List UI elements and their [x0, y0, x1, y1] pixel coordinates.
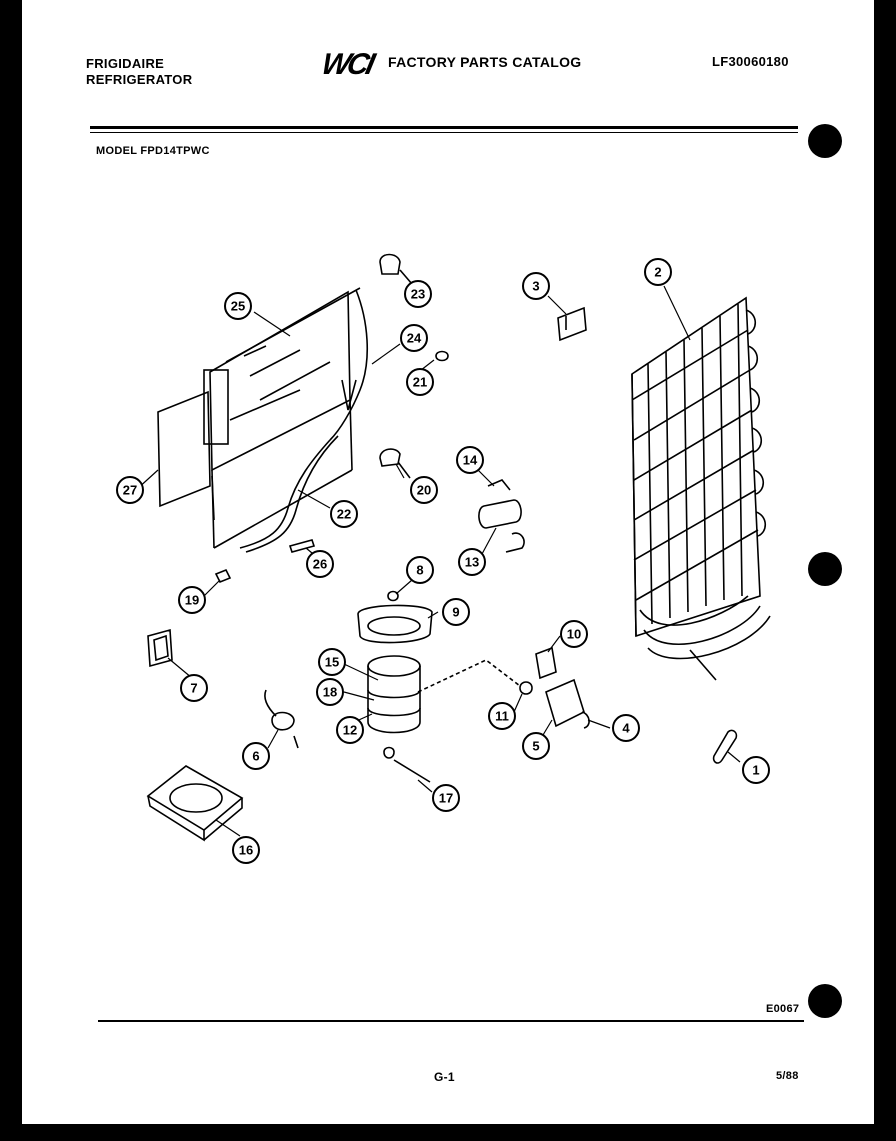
part-26	[288, 539, 316, 553]
callout-circle-7	[180, 674, 208, 702]
part-17	[383, 746, 431, 783]
callout-label-2: 2	[654, 265, 661, 280]
brand-name: FRIGIDAIRE	[86, 56, 165, 71]
callout-circle-13	[458, 548, 486, 576]
callout-label-22: 22	[337, 507, 351, 522]
callout-label-5: 5	[532, 739, 539, 754]
callout-circle-10	[560, 620, 588, 648]
callout-label-7: 7	[190, 681, 197, 696]
callout-label-12: 12	[343, 723, 357, 738]
part-23-plug	[379, 253, 401, 275]
callout-label-16: 16	[239, 843, 253, 858]
callout-circle-16	[232, 836, 260, 864]
part-14-clamp	[487, 479, 511, 491]
binder-hole-icon	[808, 984, 842, 1018]
callout-circle-15	[318, 648, 346, 676]
callout-circle-27	[116, 476, 144, 504]
catalog-page: FRIGIDAIRE REFRIGERATOR WCI FACTORY PART…	[22, 0, 874, 1124]
callout-label-26: 26	[313, 557, 327, 572]
callout-circle-12	[336, 716, 364, 744]
part-13-capacitor	[478, 499, 522, 529]
callout-label-10: 10	[567, 627, 581, 642]
callout-label-6: 6	[252, 749, 259, 764]
callout-label-3: 3	[532, 279, 539, 294]
callout-circle-26	[306, 550, 334, 578]
part-19	[214, 568, 232, 584]
callout-label-17: 17	[439, 791, 453, 806]
callout-label-20: 20	[417, 483, 431, 498]
callout-circle-22	[330, 500, 358, 528]
part-21-screw	[435, 350, 449, 362]
callout-label-15: 15	[325, 655, 339, 670]
callout-label-9: 9	[452, 605, 459, 620]
part-16-base-plate	[146, 765, 244, 842]
callout-circle-19	[178, 586, 206, 614]
brand-block: FRIGIDAIRE REFRIGERATOR	[86, 56, 192, 88]
callout-label-8: 8	[416, 563, 423, 578]
callout-label-24: 24	[407, 331, 422, 346]
part-8-grommet	[387, 590, 399, 602]
callout-circle-14	[456, 446, 484, 474]
callout-label-1: 1	[752, 763, 759, 778]
model-label: MODEL FPD14TPWC	[96, 145, 210, 157]
callout-circle-20	[410, 476, 438, 504]
part-20-clip	[379, 448, 401, 467]
revision-date: 5/88	[776, 1070, 799, 1082]
part-9-cover	[357, 604, 433, 644]
figure-code: E0067	[766, 1003, 800, 1015]
callout-circle-5	[522, 732, 550, 760]
callout-circle-25	[224, 292, 252, 320]
callout-circle-6	[242, 742, 270, 770]
page-number: G-1	[434, 1070, 455, 1084]
callout-label-25: 25	[231, 299, 245, 314]
evaporator-control-assembly	[157, 287, 368, 553]
callout-label-19: 19	[185, 593, 199, 608]
part-1-drier	[712, 729, 738, 764]
part-7-bracket	[147, 628, 173, 668]
callout-circle-8	[406, 556, 434, 584]
part-6-overload	[271, 711, 295, 731]
part-2-condenser	[631, 296, 771, 681]
callout-label-27: 27	[123, 483, 137, 498]
callout-label-18: 18	[323, 685, 337, 700]
callout-group: 1234567891011121314151617181920212223242…	[116, 258, 770, 864]
header-rule-thin	[90, 132, 798, 133]
footer-rule	[98, 1020, 804, 1022]
callout-label-11: 11	[495, 709, 509, 724]
callout-circle-9	[442, 598, 470, 626]
callout-circle-11	[488, 702, 516, 730]
part-11-gasket	[519, 681, 533, 695]
callout-circle-21	[406, 368, 434, 396]
callout-circle-24	[400, 324, 428, 352]
product-type: REFRIGERATOR	[86, 72, 193, 87]
callout-circle-23	[404, 280, 432, 308]
callout-circle-1	[742, 756, 770, 784]
leader-lines	[135, 285, 741, 837]
callout-label-13: 13	[465, 555, 479, 570]
catalog-title: FACTORY PARTS CATALOG	[388, 54, 582, 70]
callout-label-21: 21	[413, 375, 427, 390]
part-10-terminal	[535, 646, 557, 680]
catalog-number: LF30060180	[712, 54, 789, 69]
callout-circle-4	[612, 714, 640, 742]
header-rule-thick	[90, 126, 798, 129]
callout-label-14: 14	[463, 453, 478, 468]
callout-label-23: 23	[411, 287, 425, 302]
part-3-bracket	[557, 306, 587, 342]
binder-hole-icon	[808, 552, 842, 586]
binder-hole-icon	[808, 124, 842, 158]
callout-circle-2	[644, 258, 672, 286]
callout-circle-18	[316, 678, 344, 706]
compressor	[367, 655, 421, 734]
callout-label-4: 4	[622, 721, 630, 736]
part-5-relay	[545, 678, 585, 728]
callout-circle-3	[522, 272, 550, 300]
callout-circle-17	[432, 784, 460, 812]
